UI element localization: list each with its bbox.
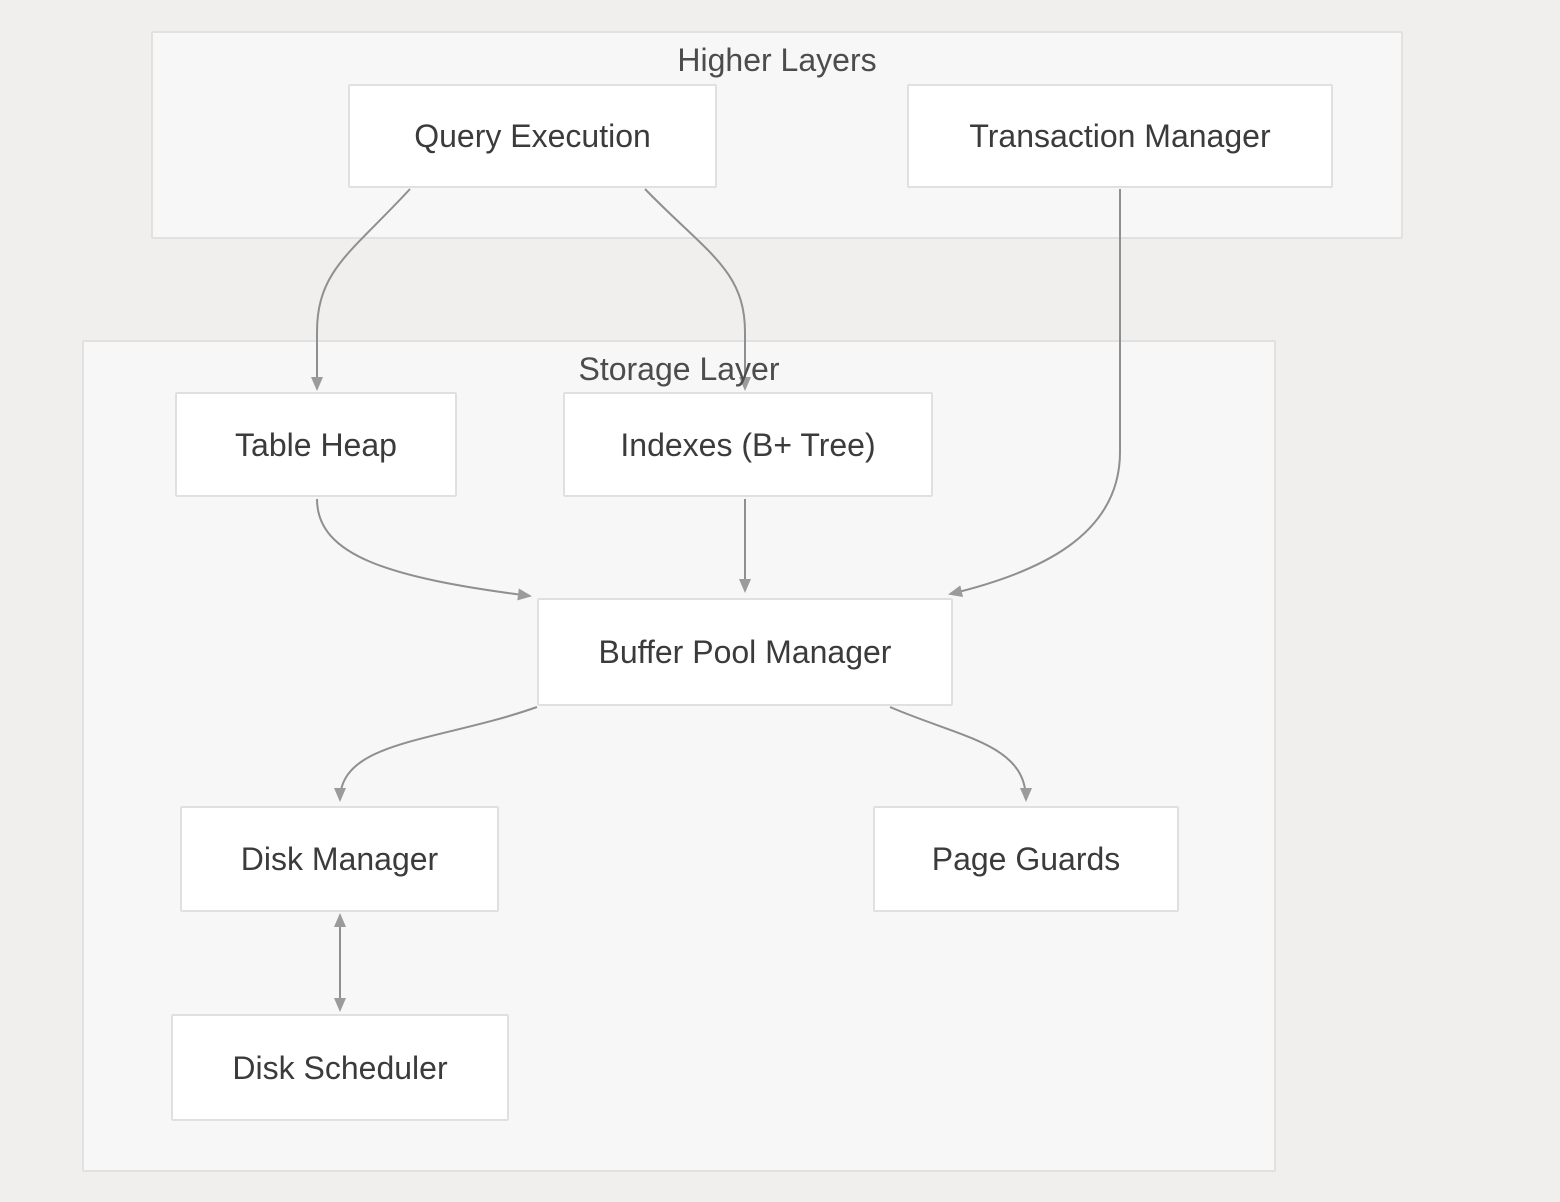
- edge-buffer-pool-to-page-guards: [889, 706, 1032, 802]
- node-page-guards-label: Page Guards: [931, 841, 1121, 877]
- node-page-guards[interactable]: Page Guards: [873, 806, 1179, 912]
- node-query-execution-label: Query Execution: [414, 118, 651, 154]
- node-query-execution[interactable]: Query Execution: [348, 84, 717, 188]
- edge-table-heap-to-buffer-pool: [316, 498, 532, 601]
- node-transaction-manager-label: Transaction Manager: [969, 118, 1271, 154]
- node-indexes-b-plus-tree-label: Indexes (B+ Tree): [620, 426, 876, 463]
- edge-buffer-pool-to-disk-manager: [334, 706, 538, 802]
- node-transaction-manager[interactable]: Transaction Manager: [907, 84, 1333, 188]
- group-higher-layers-title: Higher Layers: [677, 42, 877, 78]
- node-buffer-pool-manager-label: Buffer Pool Manager: [598, 634, 892, 670]
- node-indexes-b-plus-tree[interactable]: Indexes (B+ Tree): [563, 392, 933, 497]
- edge-query-execution-to-table-heap: [311, 188, 411, 391]
- node-disk-manager-label: Disk Manager: [240, 841, 439, 877]
- node-buffer-pool-manager[interactable]: Buffer Pool Manager: [537, 598, 953, 706]
- group-storage-layer-title: Storage Layer: [578, 351, 780, 387]
- node-table-heap[interactable]: Table Heap: [175, 392, 457, 497]
- edge-transaction-manager-to-buffer-pool: [948, 189, 1121, 598]
- node-disk-scheduler[interactable]: Disk Scheduler: [171, 1014, 509, 1121]
- edge-query-execution-to-indexes: [644, 188, 751, 391]
- node-table-heap-label: Table Heap: [235, 426, 397, 463]
- node-disk-manager[interactable]: Disk Manager: [180, 806, 499, 912]
- node-disk-scheduler-label: Disk Scheduler: [232, 1049, 448, 1086]
